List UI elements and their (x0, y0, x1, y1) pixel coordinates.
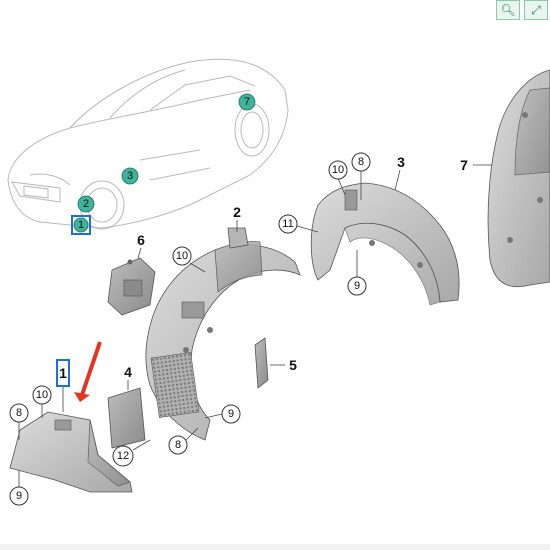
callout-11[interactable]: 11 (278, 214, 319, 234)
callout-9-middle[interactable]: 9 (204, 404, 241, 424)
part-7-rear-wheel-liner (487, 69, 550, 288)
callout-8-middle[interactable]: 8 (168, 427, 199, 455)
callout-1-highlighted[interactable]: 1 (56, 359, 70, 412)
callout-10-left[interactable]: 10 (32, 385, 52, 418)
callout-8-upper-right[interactable]: 8 (351, 152, 371, 200)
svg-text:10: 10 (176, 250, 188, 262)
svg-text:1: 1 (59, 365, 67, 381)
svg-text:1: 1 (78, 219, 84, 231)
part-6-bracket (107, 257, 156, 316)
svg-text:10: 10 (332, 164, 344, 176)
svg-text:7: 7 (244, 96, 250, 108)
callout-10-middle[interactable]: 10 (172, 246, 206, 273)
svg-text:12: 12 (117, 450, 129, 462)
callout-4[interactable]: 4 (124, 364, 132, 380)
magnifier-icon[interactable]: 🔍︎ (496, 0, 520, 20)
svg-text:9: 9 (354, 280, 360, 292)
callout-8-left[interactable]: 8 (9, 403, 29, 440)
overview-callout-7[interactable]: 7 (238, 93, 256, 111)
part-3-wheel-arch-liner (310, 182, 460, 306)
svg-text:11: 11 (282, 218, 293, 230)
svg-text:10: 10 (36, 389, 48, 401)
callout-2[interactable]: 2 (233, 204, 241, 220)
svg-text:8: 8 (16, 407, 22, 419)
svg-text:8: 8 (175, 439, 181, 451)
car-overview-illustration (7, 58, 289, 230)
part-4-panel (107, 387, 146, 449)
callout-7[interactable]: 7 (460, 157, 468, 173)
callout-6[interactable]: 6 (137, 232, 145, 248)
viewer-toolbar: 🔍︎ ⤢ (494, 0, 550, 20)
red-arrow-indicator (74, 341, 102, 402)
callout-3[interactable]: 3 (397, 154, 405, 170)
part-2-front-wheel-arch-liner (145, 227, 301, 441)
bottom-edge-strip (0, 544, 550, 550)
svg-text:8: 8 (358, 156, 364, 168)
svg-text:2: 2 (83, 198, 89, 210)
overview-callout-1-highlighted[interactable]: 1 (71, 215, 91, 235)
callout-9-left[interactable]: 9 (9, 470, 29, 506)
svg-text:9: 9 (16, 490, 22, 502)
callout-5[interactable]: 5 (289, 357, 297, 373)
callout-9-right[interactable]: 9 (347, 250, 367, 296)
svg-text:9: 9 (228, 408, 234, 420)
expand-icon[interactable]: ⤢ (524, 0, 548, 20)
callout-10-upper-right[interactable]: 10 (328, 160, 348, 196)
part-1-lower-wheel-liner (9, 411, 133, 493)
svg-text:3: 3 (127, 170, 133, 182)
overview-callout-2[interactable]: 2 (77, 195, 95, 213)
callout-12[interactable]: 12 (112, 439, 151, 467)
part-5-clip (254, 337, 269, 389)
overview-callout-3[interactable]: 3 (121, 167, 139, 185)
